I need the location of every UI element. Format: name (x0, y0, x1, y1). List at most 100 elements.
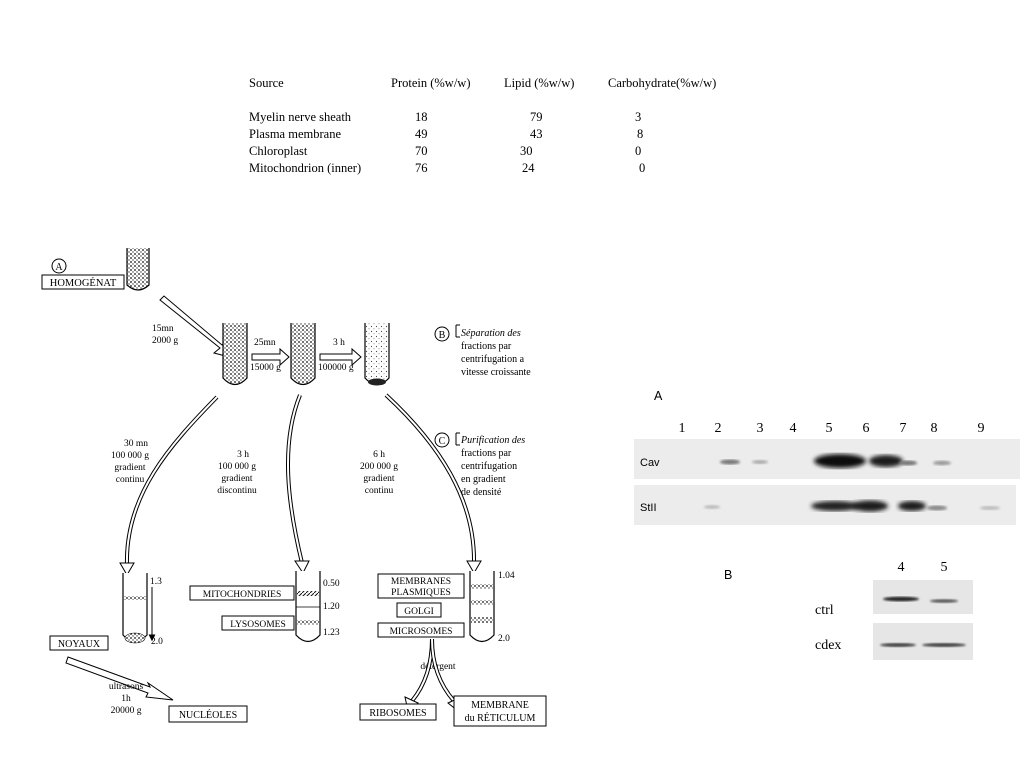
tube3-value-top: 1.04 (498, 571, 515, 581)
golgi-label: GOLGI (404, 607, 434, 617)
row-cdex-label: cdex (815, 638, 841, 653)
membranes-line1: MEMBRANES (391, 577, 451, 587)
header-source: Source (249, 76, 284, 90)
arrow-curve-2-outline (285, 394, 304, 564)
table-cell: 79 (530, 110, 543, 124)
table-cell: 24 (522, 161, 535, 175)
lane-4: 4 (790, 421, 797, 436)
gradient-tube-1 (122, 573, 148, 643)
noyaux-box (49, 635, 109, 651)
tube3-band-2 (471, 600, 493, 605)
label-c-circle (434, 432, 450, 448)
section-b-line3: centrifugation a (461, 354, 525, 365)
arrow-curve-3 (385, 394, 476, 564)
c-bracket (455, 432, 460, 446)
section-b-line2: fractions par (461, 341, 512, 352)
cav-band-8 (933, 460, 951, 466)
ctrl-band-5 (930, 599, 958, 603)
pellet-3 (368, 378, 386, 386)
lane-6: 6 (863, 421, 870, 436)
arrow-tube1-to-tube2 (251, 347, 290, 367)
section-c-line3: centrifugation (461, 461, 517, 472)
ultrasons-label: ultrasons (109, 682, 144, 692)
lane-8: 8 (931, 421, 938, 436)
ctrl-band-4 (883, 596, 919, 602)
row-ctrl-label: ctrl (815, 603, 834, 618)
table-cell: 70 (415, 144, 428, 158)
homogenat-box (41, 274, 125, 290)
cav-band-5 (814, 454, 866, 468)
section-c-line1: Purification des (460, 435, 525, 446)
stii-band-7 (898, 501, 926, 511)
stii-band-5 (811, 501, 859, 511)
ultrasons-force: 20000 g (111, 706, 142, 716)
table-cell: 18 (415, 110, 428, 124)
step3-force: 100000 g (318, 363, 354, 373)
header-lipid: Lipid (%w/w) (504, 76, 575, 90)
tube1-band (124, 596, 146, 600)
header-protein: Protein (%w/w) (391, 76, 471, 90)
tube2-band-lyso (297, 620, 319, 625)
gradient-tube-2 (295, 571, 321, 643)
tube1-value-bottom: 2.0 (151, 637, 163, 647)
step1-force: 2000 g (152, 336, 178, 346)
mitochondries-box (189, 585, 295, 601)
grad1-type: gradient (114, 463, 145, 473)
membrane-reticulum-line2: du RÉTICULUM (465, 712, 536, 724)
western-blot-b: B 4 5 ctrl cdex (724, 560, 973, 660)
tube2 (290, 323, 316, 386)
grad3-type: gradient (363, 474, 394, 484)
step2-time: 25mn (254, 338, 276, 348)
arrow-head-1 (119, 562, 135, 576)
arrow-reticulum (431, 638, 455, 702)
label-a-circle (51, 258, 67, 274)
grad1-time: 30 mn (124, 439, 148, 449)
grad2-type: gradient (221, 474, 252, 484)
header-carbohydrate: Carbohydrate(%w/w) (608, 76, 717, 90)
grad3-force: 200 000 g (360, 462, 398, 472)
tube2-band-mito (297, 591, 319, 596)
arrow-tube2-to-tube3 (319, 347, 362, 367)
microsomes-box (377, 622, 465, 638)
lane-b-5: 5 (941, 560, 948, 575)
cdex-strip (873, 623, 973, 660)
lane-7: 7 (900, 421, 907, 436)
stii-band-8 (927, 505, 947, 511)
mitochondries-label: MITOCHONDRIES (203, 590, 281, 600)
fractionation-diagram: A HOMOGÉNAT 15mn 2000 g 25mn 15000 g 3 h… (41, 248, 547, 727)
arrow-head-3 (466, 560, 482, 574)
row-stii-label: StII (640, 502, 657, 514)
nucleoles-label: NUCLÉOLES (179, 709, 237, 721)
grad3-mode: continu (365, 486, 394, 496)
step1-time: 15mn (152, 324, 174, 334)
step3-time: 3 h (333, 338, 345, 348)
cav-band-6 (869, 455, 903, 467)
grad3-time: 6 h (373, 450, 385, 460)
lane-1: 1 (679, 421, 686, 436)
label-b-circle (434, 326, 450, 342)
membranes-box (377, 573, 465, 599)
grad1-mode: continu (116, 475, 145, 485)
table-cell: 43 (530, 127, 543, 141)
stii-band-9 (980, 506, 1000, 510)
cav-band-7 (899, 460, 917, 466)
lane-5: 5 (826, 421, 833, 436)
blot-b-label: B (724, 568, 732, 582)
tube1-value-top: 1.3 (150, 577, 162, 587)
cdex-band-4 (880, 643, 916, 647)
arrow-ultrasons (65, 656, 174, 701)
arrow-head-2 (294, 560, 310, 574)
tube2-value-1: 0.50 (323, 579, 340, 589)
stii-band-2 (704, 505, 720, 509)
membrane-reticulum-line1: MEMBRANE (471, 700, 529, 711)
table-cell: 49 (415, 127, 428, 141)
grad2-force: 100 000 g (218, 462, 256, 472)
lane-2: 2 (715, 421, 722, 436)
tube2-value-2: 1.20 (323, 602, 340, 612)
stii-band-6 (852, 500, 888, 512)
grad2-mode: discontinu (217, 486, 257, 496)
lane-3: 3 (757, 421, 764, 436)
ultrasons-time: 1h (121, 694, 131, 704)
section-c-line2: fractions par (461, 448, 512, 459)
table-cell: Myelin nerve sheath (249, 110, 352, 124)
